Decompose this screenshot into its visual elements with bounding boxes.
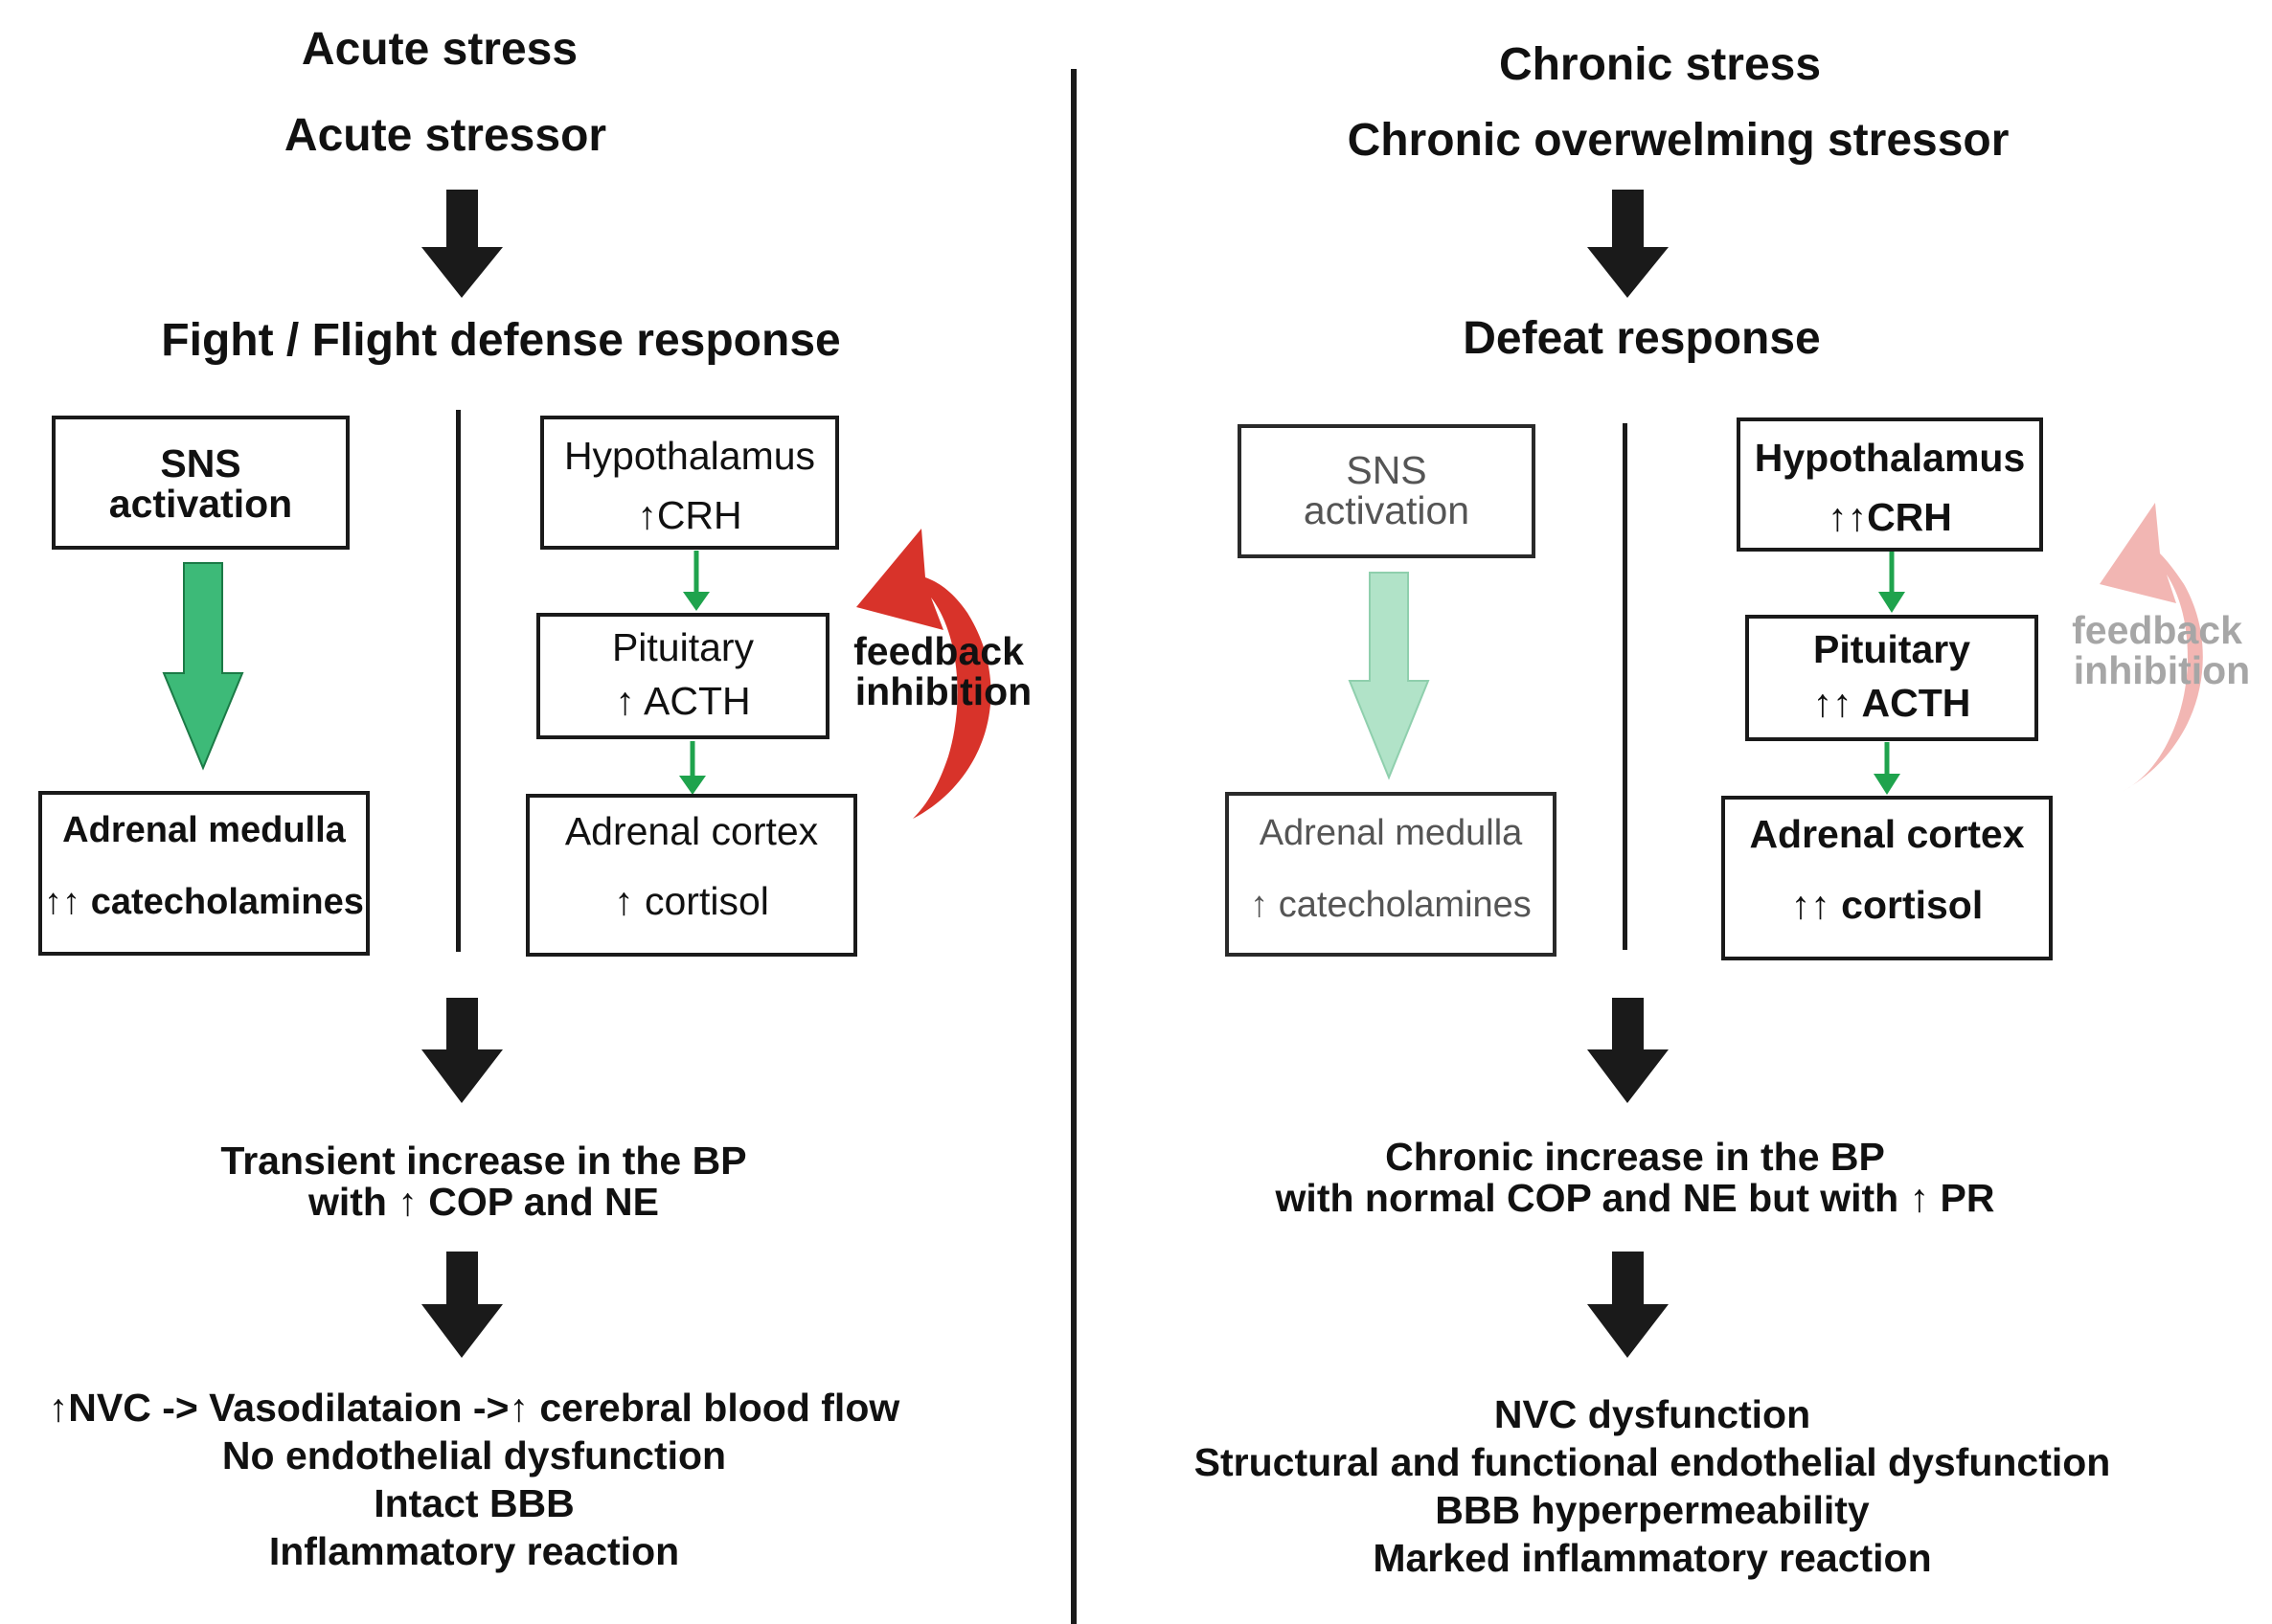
acth-value: ↑ ACTH [615,679,751,723]
black-down-arrow-icon [1587,998,1669,1103]
acute-outcome-4: Inflammatory reaction [268,1529,680,1573]
acute-feedback-label: feedback [853,629,1024,673]
chronic-bp-line1: Chronic increase in the BP [1385,1135,1885,1179]
chronic-sns-box: SNS activation [1238,424,1535,558]
acute-adrenal-medulla-box: Adrenal medulla ↑↑ catecholamines [38,791,370,956]
black-down-arrow-icon [421,998,503,1103]
feedback-arrow-faded-icon [2100,503,2203,792]
chronic-inhibition-label: inhibition [2073,648,2251,692]
acute-outcome-1: ↑NVC -> Vasodilataion ->↑ cerebral blood… [48,1386,900,1430]
acute-sns-box: SNS activation [52,416,350,550]
chronic-outcome-3: BBB hyperpermeability [1435,1488,1870,1532]
adrenal-medulla-title: Adrenal medulla [1259,813,1523,853]
activation-label: activation [1303,488,1470,532]
chronic-bp-line2: with normal COP and NE but with ↑ PR [1275,1176,1995,1220]
adrenal-cortex-title: Adrenal cortex [1749,812,2025,856]
black-down-arrow-icon [421,1252,503,1358]
acute-inhibition-label: inhibition [854,669,1033,713]
green-down-arrow-faded-icon [1348,572,1430,780]
chronic-title: Chronic stress [1498,39,1822,90]
chronic-response: Defeat response [1463,313,1821,364]
acth-value: ↑↑ ACTH [1812,681,1971,725]
feedback-arrow-icon [856,529,991,819]
green-down-arrow-icon [162,562,244,771]
black-down-arrow-icon [421,190,503,298]
cortisol-value: ↑ cortisol [614,879,769,923]
acute-stressor: Acute stressor [284,110,607,161]
acute-outcome-2: No endothelial dysfunction [221,1433,727,1477]
chronic-stressor: Chronic overwelming stressor [1347,115,2010,166]
crh-value: ↑↑CRH [1828,495,1952,539]
chronic-outcome-2: Structural and functional endothelial dy… [1193,1440,2111,1484]
acute-response: Fight / Flight defense response [161,315,841,366]
small-green-arrow-icon [1878,552,1905,613]
hypothalamus-title: Hypothalamus [563,434,816,478]
small-green-arrow-icon [683,551,710,611]
acute-inner-divider [456,410,461,952]
adrenal-cortex-title: Adrenal cortex [564,809,819,853]
acute-pituitary-box: Pituitary ↑ ACTH [536,613,829,739]
hypothalamus-title: Hypothalamus [1754,436,2026,480]
pituitary-title: Pituitary [611,625,755,669]
acute-bp-line2: with ↑ COP and NE [308,1180,659,1224]
chronic-adrenal-medulla-box: Adrenal medulla ↑ catecholamines [1225,792,1556,957]
acute-hypothalamus-box: Hypothalamus ↑CRH [540,416,839,550]
acute-title: Acute stress [301,24,579,75]
acute-bp-line1: Transient increase in the BP [220,1139,747,1183]
chronic-adrenal-cortex-box: Adrenal cortex ↑↑ cortisol [1721,796,2053,960]
acute-outcome-3: Intact BBB [374,1481,575,1525]
sns-label: SNS [1346,448,1427,492]
chronic-outcome-1: NVC dysfunction [1493,1392,1811,1436]
chronic-hypothalamus-box: Hypothalamus ↑↑CRH [1737,417,2043,552]
chronic-feedback-label: feedback [2072,608,2242,652]
acute-adrenal-cortex-box: Adrenal cortex ↑ cortisol [526,794,857,957]
crh-value: ↑CRH [637,493,742,537]
cortisol-value: ↑↑ cortisol [1790,883,1984,927]
catecholamines-value: ↑ catecholamines [1250,885,1532,925]
sns-label: SNS [160,441,241,485]
catecholamines-value: ↑↑ catecholamines [44,882,364,922]
center-divider [1071,69,1077,1624]
activation-label: activation [108,482,293,526]
chronic-pituitary-box: Pituitary ↑↑ ACTH [1745,615,2038,741]
small-green-arrow-icon [679,741,706,795]
black-down-arrow-icon [1587,190,1669,298]
adrenal-medulla-title: Adrenal medulla [62,810,346,850]
small-green-arrow-icon [1874,742,1900,795]
chronic-outcome-4: Marked inflammatory reaction [1373,1536,1932,1580]
pituitary-title: Pituitary [1812,627,1971,671]
black-down-arrow-icon [1587,1252,1669,1358]
chronic-inner-divider [1623,423,1627,950]
